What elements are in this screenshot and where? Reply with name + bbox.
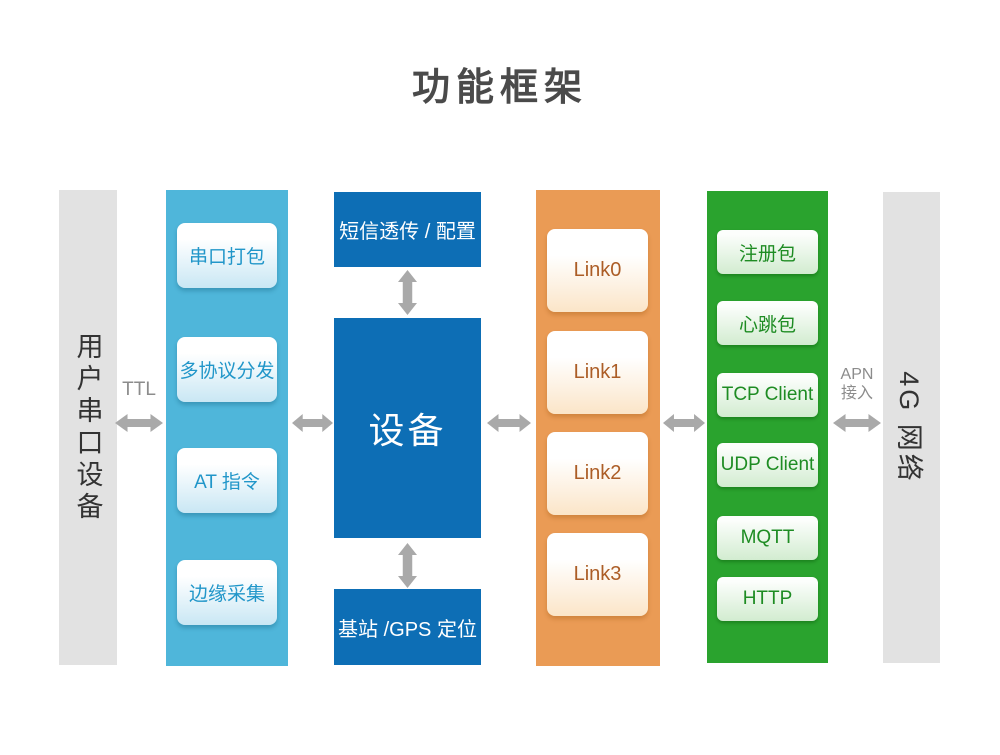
device-box: 设备 (334, 318, 481, 538)
serial-device-arrow-icon (292, 414, 333, 432)
link3-box: Link3 (547, 533, 648, 616)
apn-access-label: APN 接入 (831, 365, 883, 403)
heartbeat-packet-box: 心跳包 (717, 301, 818, 345)
link1-box: Link1 (547, 331, 648, 414)
serial-pack-box: 串口打包 (177, 223, 277, 288)
register-packet-box: 注册包 (717, 230, 818, 274)
user-serial-device-label: 用户串口设备 (72, 331, 103, 524)
links-protocol-arrow-icon (663, 414, 705, 432)
basestation-gps-box: 基站 /GPS 定位 (334, 589, 481, 665)
apn-label-line1: APN (840, 366, 874, 383)
link0-box: Link0 (547, 229, 648, 312)
multi-protocol-box: 多协议分发 (177, 337, 277, 402)
apn-bidirectional-arrow-icon (833, 414, 881, 432)
device-links-arrow-icon (487, 414, 531, 432)
edge-collection-box: 边缘采集 (177, 560, 277, 625)
apn-label-line2: 接入 (840, 385, 873, 402)
protocol-column: 注册包 心跳包 TCP Client UDP Client MQTT HTTP (707, 191, 828, 663)
network-4g-bar: 4G 网络 (883, 192, 940, 663)
ttl-label: TTL (122, 379, 156, 400)
sms-config-box: 短信透传 / 配置 (334, 192, 481, 267)
user-serial-device-bar: 用户串口设备 (59, 190, 117, 665)
at-command-box: AT 指令 (177, 448, 277, 513)
serial-feature-column: 串口打包 多协议分发 AT 指令 边缘采集 (166, 190, 288, 666)
page-title: 功能框架 (411, 67, 588, 109)
tcp-client-box: TCP Client (717, 373, 818, 417)
ttl-bidirectional-arrow-icon (115, 414, 163, 432)
link2-box: Link2 (547, 432, 648, 515)
links-column: Link0 Link1 Link2 Link3 (536, 190, 660, 666)
mqtt-box: MQTT (717, 516, 818, 560)
network-4g-label: 4G 网络 (894, 371, 924, 484)
http-box: HTTP (717, 577, 818, 621)
udp-client-box: UDP Client (717, 443, 818, 487)
sms-device-arrow-icon (398, 270, 417, 315)
device-gps-arrow-icon (398, 543, 417, 588)
